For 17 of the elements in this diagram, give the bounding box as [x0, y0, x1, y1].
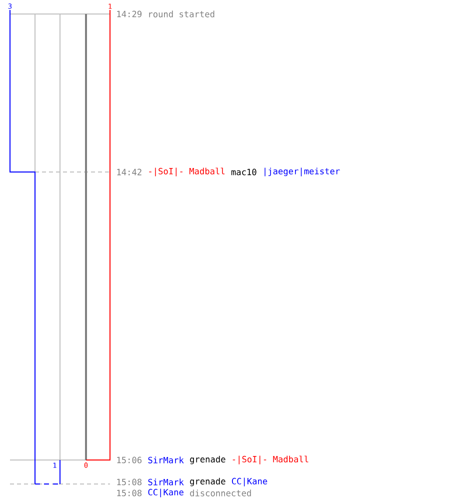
player-name: SirMark [148, 478, 184, 486]
player-name: |jaeger|meister [264, 168, 340, 176]
player-name: CC|Kane [148, 488, 184, 498]
player-name: CC|Kane [232, 478, 268, 486]
weapon-name: mac10 [231, 168, 256, 176]
timestamp: 15:06 [117, 456, 142, 464]
weapon-name: grenade [190, 478, 226, 486]
timestamp: 14:42 [117, 168, 142, 176]
player-name: -|SoI|- Madball [232, 456, 308, 464]
weapon-name: grenade [190, 456, 226, 464]
event-text: round started [149, 10, 214, 18]
timestamp: 15:08 [117, 478, 142, 486]
player-name: SirMark [148, 456, 184, 464]
timestamp: 15:08 [117, 490, 142, 496]
timestamp: 14:29 [117, 10, 142, 18]
event-text: disconnected [190, 490, 251, 496]
player-name: -|SoI|- Madball [149, 168, 225, 176]
